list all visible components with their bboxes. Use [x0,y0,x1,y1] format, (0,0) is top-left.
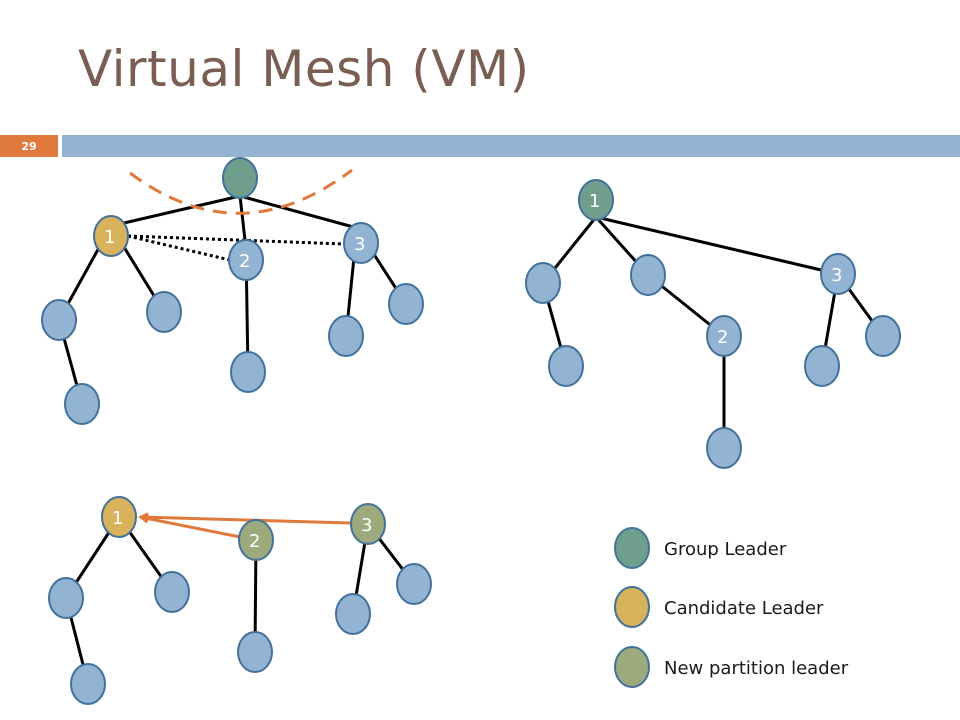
node-label: 3 [361,515,372,536]
partition-boundary [129,168,353,215]
slide-title: Virtual Mesh (VM) [78,40,530,98]
member-node [335,593,371,635]
dotted-link [127,234,345,246]
node-label: 1 [112,508,123,529]
member-node [230,351,266,393]
group-leader-node [222,157,258,199]
node-label: 3 [831,265,842,286]
node-label: 1 [104,227,115,248]
member-node [146,291,182,333]
legend-swatch-partition-leader [614,646,650,688]
candidate-leader-node [93,215,129,257]
member-node [228,239,264,281]
member-node [328,315,364,357]
partition-leader-node [238,519,274,561]
legend: Group Leader Candidate Leader New partit… [614,527,849,688]
candidate-leader-node [101,496,137,538]
legend-swatch-group-leader [614,527,650,569]
member-node [388,283,424,325]
member-node [70,663,106,705]
orange-arrow [138,512,351,525]
member-node [64,383,100,425]
node-label: 2 [249,531,260,552]
member-node [630,254,666,296]
tree-top-left: 1 2 3 [41,157,424,425]
member-node [396,563,432,605]
member-node [804,345,840,387]
member-node [865,315,901,357]
partition-leader-node [350,503,386,545]
member-node [154,571,190,613]
group-leader-node [578,179,614,221]
member-node [548,345,584,387]
header-bar [62,135,960,157]
legend-label-candidate-leader: Candidate Leader [664,598,824,619]
member-node [48,577,84,619]
legend-swatch-candidate-leader [614,586,650,628]
slide-number: 29 [0,135,58,157]
member-node [525,262,561,304]
member-node [820,253,856,295]
legend-label-partition-leader: New partition leader [664,658,849,679]
node-label: 3 [354,234,365,255]
member-node [706,315,742,357]
edge [110,194,241,228]
tree-bottom-left: 1 2 3 [48,496,432,705]
legend-label-group-leader: Group Leader [664,539,787,560]
node-label: 2 [717,327,728,348]
node-label: 2 [239,251,250,272]
member-node [237,631,273,673]
member-node [706,427,742,469]
member-node [343,222,379,264]
member-node [41,299,77,341]
tree-top-right: 1 3 2 [525,179,901,469]
node-label: 1 [589,191,600,212]
edge [239,194,358,230]
edge [595,215,839,276]
orange-arrow [138,513,241,539]
